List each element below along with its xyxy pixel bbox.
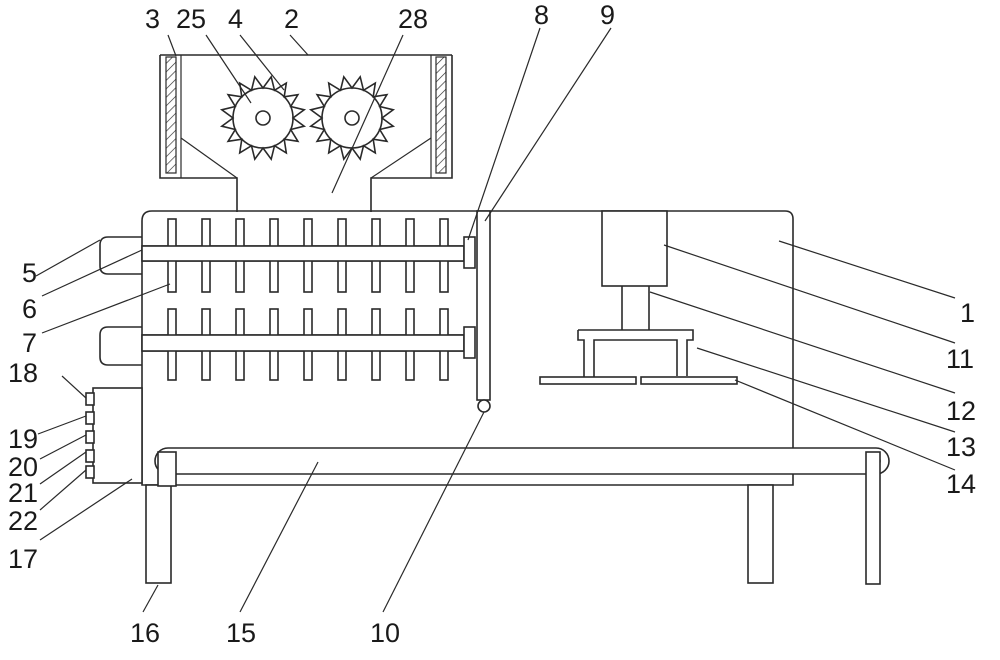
conveyor-belt <box>154 447 890 475</box>
leader-lines <box>35 27 956 613</box>
shaft-overlay <box>141 334 465 352</box>
press-plate-right <box>640 376 738 385</box>
motor-lower <box>99 326 142 366</box>
label-11: 11 <box>946 344 974 374</box>
vertical-plate <box>476 210 491 401</box>
label-20: 20 <box>8 452 38 482</box>
gear-right <box>308 74 396 162</box>
press-frame <box>577 329 694 384</box>
hatched-wall-left <box>165 56 177 174</box>
label-4: 4 <box>228 4 243 34</box>
leg-right <box>747 484 774 584</box>
pivot-pin <box>477 399 491 413</box>
control-box <box>92 387 143 484</box>
label-14: 14 <box>946 469 976 499</box>
label-18: 18 <box>8 358 38 388</box>
label-13: 13 <box>946 432 976 462</box>
label-12: 12 <box>946 396 976 426</box>
hatched-wall-right <box>435 56 447 174</box>
label-2: 2 <box>284 4 299 34</box>
shaft-overlay <box>141 245 465 262</box>
hopper <box>159 54 453 212</box>
control-button-21 <box>85 449 95 463</box>
motor-upper <box>99 236 142 275</box>
conveyor-leg-right <box>865 451 881 585</box>
bearing-block-upper <box>463 236 476 269</box>
label-5: 5 <box>22 258 37 288</box>
label-28: 28 <box>398 4 428 34</box>
hydraulic-cylinder <box>601 210 668 287</box>
label-3: 3 <box>145 4 160 34</box>
bearing-block-lower <box>463 326 476 359</box>
conveyor-bracket-left <box>157 451 177 487</box>
label-7: 7 <box>22 328 37 358</box>
control-button-18 <box>85 392 95 406</box>
label-17: 17 <box>8 544 38 574</box>
label-8: 8 <box>534 0 549 30</box>
press-plate-left <box>539 376 637 385</box>
control-button-22 <box>85 465 95 479</box>
leg-left <box>145 484 172 584</box>
label-15: 15 <box>226 618 256 648</box>
label-21: 21 <box>8 478 38 508</box>
piston-rod <box>621 286 650 330</box>
crushing-gears <box>219 74 396 162</box>
gear-left <box>219 74 307 162</box>
label-6: 6 <box>22 294 37 324</box>
label-16: 16 <box>130 618 160 648</box>
label-9: 9 <box>600 0 615 30</box>
label-19: 19 <box>8 424 38 454</box>
label-1: 1 <box>960 298 975 328</box>
label-25: 25 <box>176 4 206 34</box>
control-button-19 <box>85 411 95 425</box>
part-labels: 3 25 4 2 28 8 9 5 6 7 18 19 20 21 22 17 … <box>8 0 976 648</box>
label-22: 22 <box>8 506 38 536</box>
stirring-blades <box>141 218 465 381</box>
label-10: 10 <box>370 618 400 648</box>
control-button-20 <box>85 430 95 444</box>
